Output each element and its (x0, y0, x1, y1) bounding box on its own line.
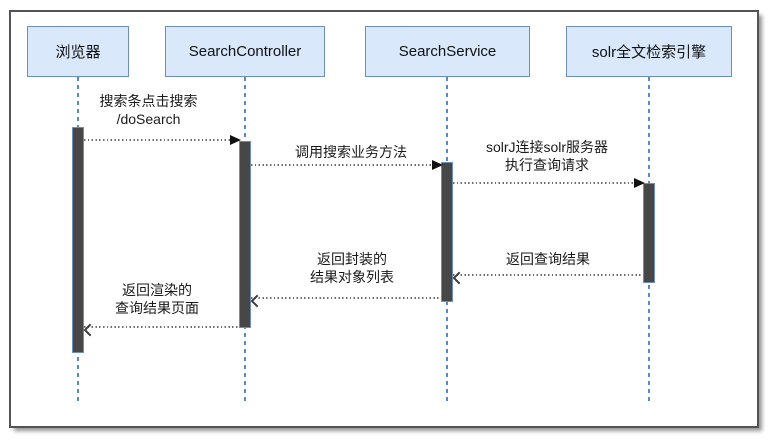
message-return-page-label: 返回渲染的 查询结果页面 (115, 282, 199, 316)
message-return-query-result-label: 返回查询结果 (506, 251, 590, 267)
message-dosearch-label: 搜索条点击搜索 /doSearch (99, 93, 198, 127)
message-solrj-query-line (453, 178, 645, 188)
actor-searchservice-label: SearchService (398, 43, 497, 60)
message-dosearch-line (84, 135, 241, 145)
actor-solr-engine-label: solr全文检索引擎 (591, 44, 707, 61)
message-call-service-label: 调用搜索业务方法 (295, 144, 407, 160)
actor-searchcontroller: SearchController (165, 26, 325, 77)
message-return-page-line (83, 323, 239, 337)
activation-browser (72, 127, 84, 353)
message-return-result-list-label: 返回封装的 结果对象列表 (310, 251, 394, 285)
actor-browser: 浏览器 (27, 26, 129, 77)
activation-searchservice (441, 162, 453, 302)
message-call-service-line (251, 160, 443, 170)
diagram-frame (9, 10, 759, 428)
activation-searchcontroller (239, 141, 251, 328)
actor-searchservice: SearchService (365, 26, 530, 77)
solid-arrowhead-icon (230, 135, 241, 145)
message-return-query-result-line (452, 271, 643, 285)
message-solrj-query-label: solrJ连接solr服务器 执行查询请求 (485, 139, 609, 173)
activation-solr (643, 183, 655, 283)
actor-searchcontroller-label: SearchController (188, 43, 302, 60)
message-return-result-list-line (250, 294, 441, 308)
actor-browser-label: 浏览器 (55, 44, 101, 61)
solid-arrowhead-icon (634, 178, 645, 188)
solid-arrowhead-icon (432, 160, 443, 170)
actor-solr-engine: solr全文检索引擎 (566, 26, 732, 77)
